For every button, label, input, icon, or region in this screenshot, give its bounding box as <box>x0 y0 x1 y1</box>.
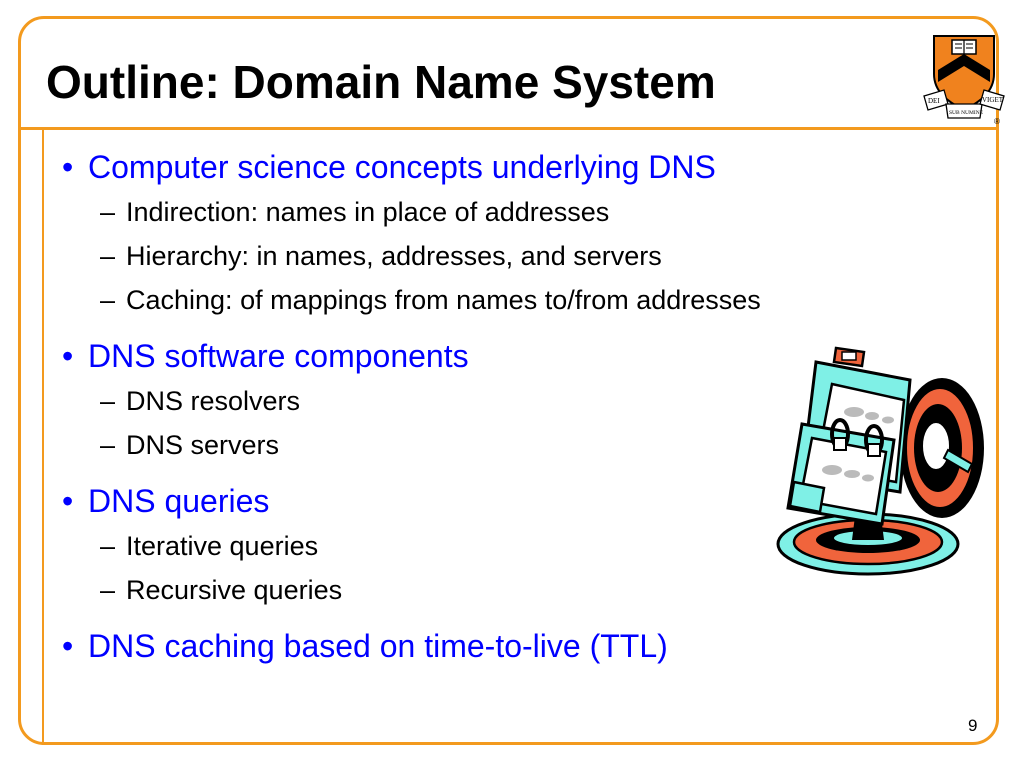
princeton-shield-logo: DEI SUB NUMINE VIGET ® <box>923 35 1005 126</box>
dash-marker: – <box>100 197 116 227</box>
sub-bullet-item: – Recursive queries <box>100 568 962 612</box>
bullet-item: • Computer science concepts underlying D… <box>62 147 962 187</box>
bullet-text: DNS software components <box>88 338 469 374</box>
left-margin-rule <box>42 128 44 745</box>
logo-registered-mark: ® <box>994 117 1000 126</box>
dash-marker: – <box>100 241 116 271</box>
sub-bullet-item: – Indirection: names in place of address… <box>100 190 962 234</box>
page-number: 9 <box>968 716 978 735</box>
bullet-item: • DNS caching based on time-to-live (TTL… <box>62 626 962 666</box>
bullet-text: Computer science concepts underlying DNS <box>88 149 716 185</box>
sub-bullet-item: – Iterative queries <box>100 524 962 568</box>
sub-bullet-text: DNS servers <box>126 430 280 460</box>
bullet-group-queries: • DNS queries – Iterative queries – Recu… <box>62 481 962 612</box>
bullet-marker: • <box>62 149 74 185</box>
sub-bullet-text: Hierarchy: in names, addresses, and serv… <box>126 241 662 271</box>
sub-bullet-text: DNS resolvers <box>126 386 301 416</box>
bullet-text: DNS caching based on time-to-live (TTL) <box>88 628 668 664</box>
bullet-item: • DNS software components <box>62 336 962 376</box>
bullet-marker: • <box>62 628 74 664</box>
dash-marker: – <box>100 386 116 416</box>
bullet-group-software: • DNS software components – DNS resolver… <box>62 336 962 467</box>
bullet-text: DNS queries <box>88 483 270 519</box>
sub-bullet-item: – DNS resolvers <box>100 379 962 423</box>
bullet-marker: • <box>62 338 74 374</box>
slide-frame <box>18 16 999 745</box>
sub-bullet-item: – Hierarchy: in names, addresses, and se… <box>100 234 962 278</box>
logo-motto-left: DEI <box>928 97 940 105</box>
title-divider <box>18 127 999 130</box>
dash-marker: – <box>100 430 116 460</box>
sub-bullet-item: – DNS servers <box>100 423 962 467</box>
rolodex-illustration <box>776 346 984 576</box>
sub-bullet-item: – Caching: of mappings from names to/fro… <box>100 278 962 322</box>
dash-marker: – <box>100 285 116 315</box>
sub-bullet-text: Indirection: names in place of addresses <box>126 197 610 227</box>
logo-motto-center: SUB NUMINE <box>949 110 984 116</box>
bullet-item: • DNS queries <box>62 481 962 521</box>
logo-motto-right: VIGET <box>982 96 1004 104</box>
bullet-group-caching: • DNS caching based on time-to-live (TTL… <box>62 626 962 666</box>
sub-bullet-text: Iterative queries <box>126 531 319 561</box>
sub-bullet-text: Recursive queries <box>126 575 343 605</box>
slide-title: Outline: Domain Name System <box>46 56 716 108</box>
bullet-marker: • <box>62 483 74 519</box>
dash-marker: – <box>100 575 116 605</box>
sub-bullet-text: Caching: of mappings from names to/from … <box>126 285 761 315</box>
bullet-group-cs-concepts: • Computer science concepts underlying D… <box>62 147 962 322</box>
bullet-list: • Computer science concepts underlying D… <box>62 147 962 666</box>
dash-marker: – <box>100 531 116 561</box>
